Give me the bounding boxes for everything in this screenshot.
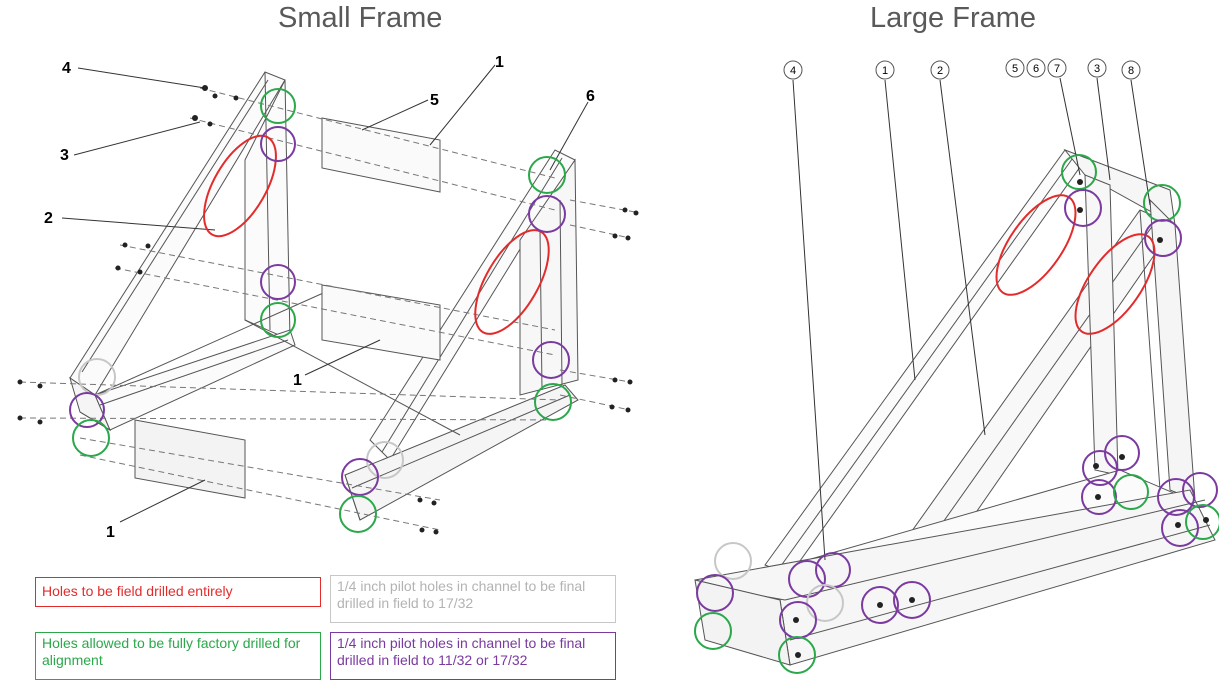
part-label: 3 bbox=[60, 147, 69, 164]
part-label: 1 bbox=[495, 54, 504, 71]
callout-label: 6 bbox=[1033, 63, 1039, 75]
small-frame-bolts bbox=[17, 85, 639, 535]
legend-gray: 1/4 inch pilot holes in channel to be fi… bbox=[330, 575, 616, 623]
small-frame-drawing bbox=[19, 64, 636, 531]
callout-label: 8 bbox=[1128, 65, 1134, 77]
large-frame-title: Large Frame bbox=[870, 2, 1037, 34]
large-frame-drawing bbox=[694, 77, 1216, 666]
callout-label: 7 bbox=[1054, 63, 1060, 75]
small-frame-title: Small Frame bbox=[278, 2, 443, 34]
callout-label: 1 bbox=[882, 65, 888, 77]
large-frame-part-labels: 4 1 2 5 6 7 3 8 bbox=[790, 63, 1134, 77]
callout-label: 5 bbox=[1012, 63, 1018, 75]
part-label: 1 bbox=[293, 372, 302, 389]
callout-label: 2 bbox=[937, 65, 943, 77]
legend-red: Holes to be field drilled entirely bbox=[35, 577, 321, 607]
callout-label: 4 bbox=[790, 65, 796, 77]
part-label: 2 bbox=[44, 210, 53, 227]
large-frame-markers bbox=[694, 154, 1219, 674]
part-label: 4 bbox=[62, 60, 71, 77]
small-frame-part-labels: 4 3 2 5 1 6 1 1 bbox=[44, 54, 595, 541]
large-frame-callouts bbox=[783, 58, 1141, 80]
part-label: 1 bbox=[106, 524, 115, 541]
callout-label: 3 bbox=[1094, 63, 1100, 75]
small-frame-markers bbox=[69, 88, 572, 533]
legend-green: Holes allowed to be fully factory drille… bbox=[35, 632, 321, 680]
large-frame-bolts bbox=[793, 179, 1209, 658]
part-label: 5 bbox=[430, 92, 439, 109]
part-label: 6 bbox=[586, 88, 595, 105]
legend-purple: 1/4 inch pilot holes in channel to be fi… bbox=[330, 632, 616, 680]
